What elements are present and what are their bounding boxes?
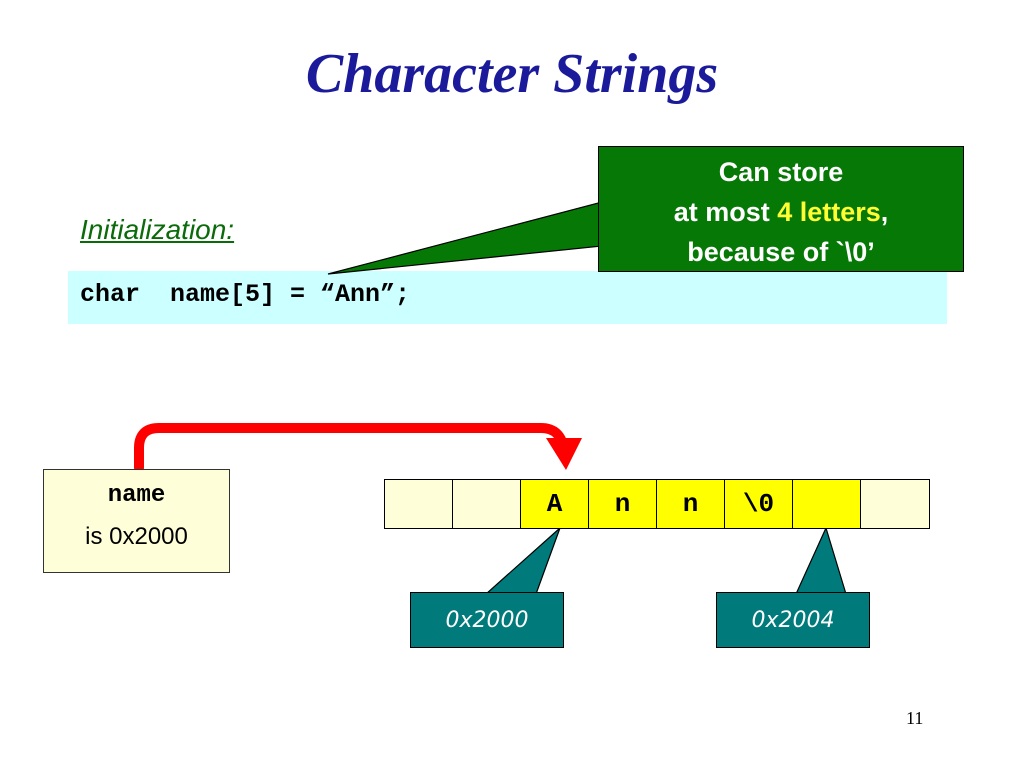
memory-cell: n: [657, 480, 725, 528]
callout-highlight: 4 letters: [777, 197, 881, 227]
callout-line-2-prefix: at most: [673, 197, 778, 227]
callout-line-3: because of `\0’: [687, 237, 875, 267]
memory-cell: [385, 480, 453, 528]
variable-name: name: [107, 482, 166, 509]
memory-cell: n: [589, 480, 657, 528]
variable-address: is 0x2000: [85, 523, 188, 550]
section-label: Initialization:: [80, 214, 235, 245]
addr-start-pointer: [484, 527, 561, 595]
addr-end-pointer: [795, 526, 847, 595]
code-block: [68, 271, 947, 324]
callout-box: Can store at most 4 letters, because of …: [598, 146, 964, 272]
code-line: char name[5] = “Ann”;: [80, 280, 411, 309]
address-start-label: 0x2000: [410, 592, 564, 648]
memory-cell: [793, 480, 861, 528]
memory-cell: A: [521, 480, 589, 528]
pointer-arrow: [134, 423, 569, 473]
callout-line-2: at most 4 letters,: [599, 192, 963, 232]
variable-box: name is 0x2000: [43, 469, 230, 573]
callout-line-1: Can store: [718, 157, 844, 187]
callout-line-2-suffix: ,: [880, 197, 889, 227]
callout-pointer: [327, 201, 603, 275]
address-end-label: 0x2004: [716, 592, 870, 648]
memory-cell: \0: [725, 480, 793, 528]
memory-cell: [453, 480, 521, 528]
slide-title: Character Strings: [305, 43, 719, 105]
pointer-arrowhead: [546, 438, 582, 470]
page-number: 11: [906, 708, 924, 728]
memory-cell: [861, 480, 929, 528]
